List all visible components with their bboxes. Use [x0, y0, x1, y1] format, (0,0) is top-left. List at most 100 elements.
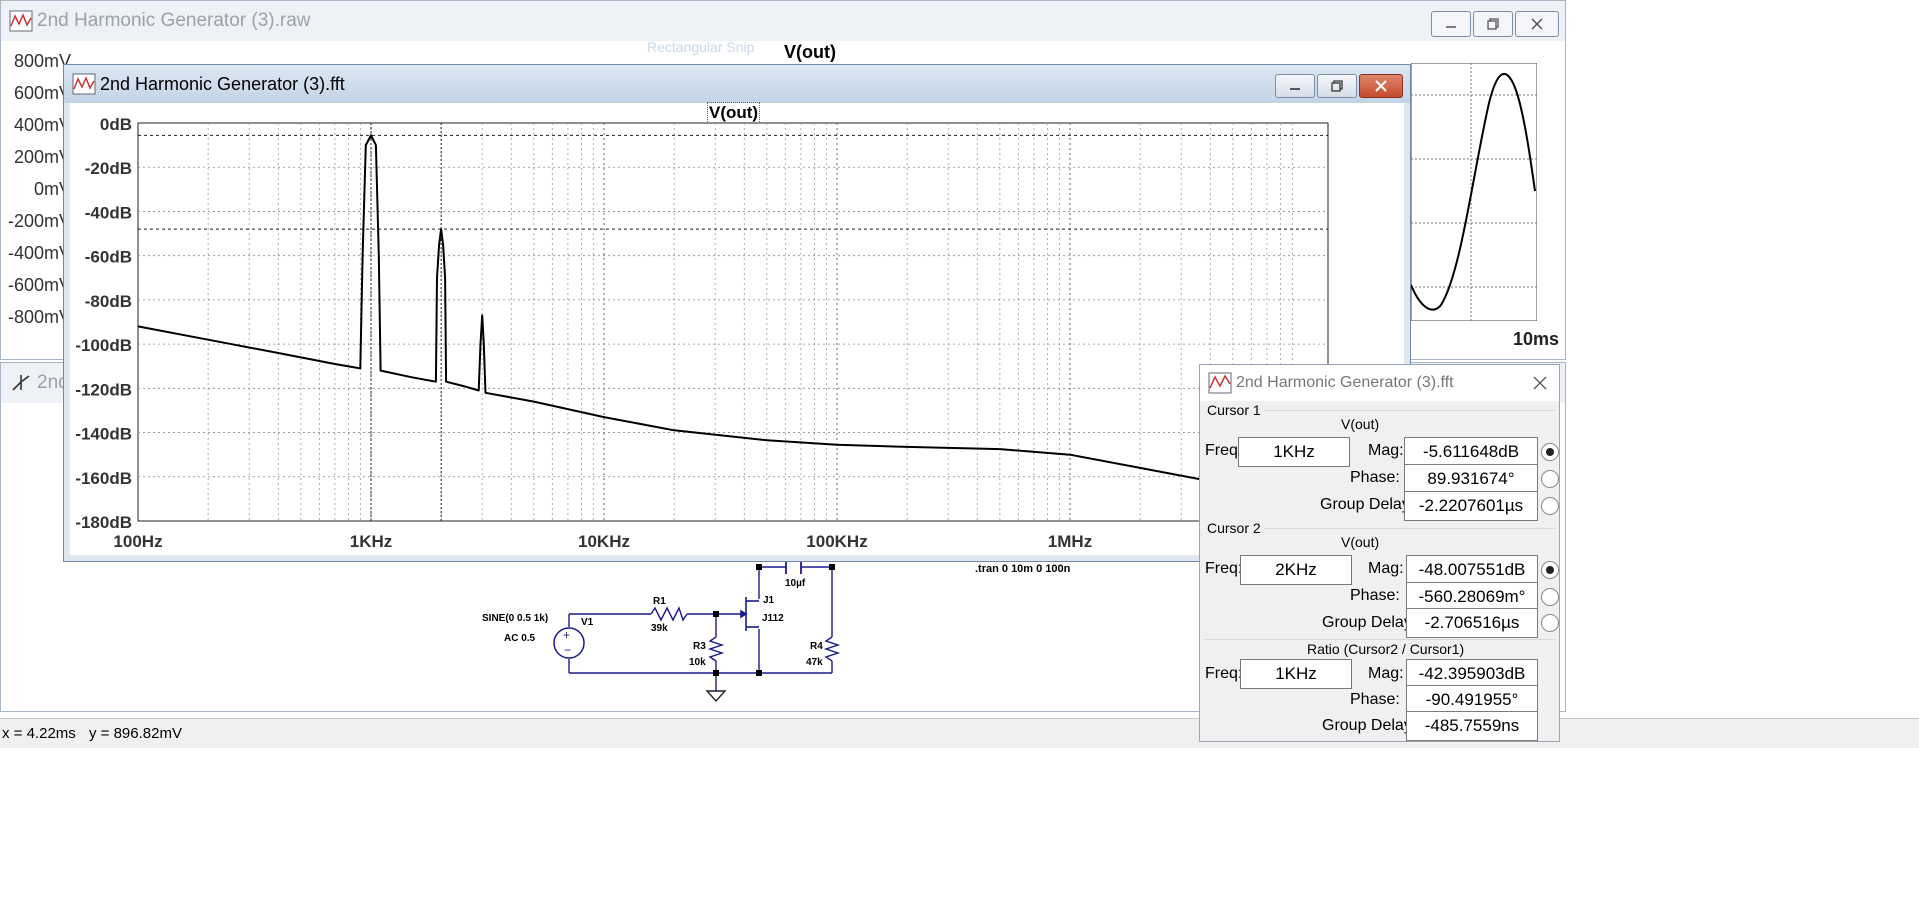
- cursor1-phase-radio[interactable]: [1541, 470, 1559, 488]
- r4-value: 47k: [806, 657, 823, 668]
- cursor2-group-label: Cursor 2: [1207, 520, 1261, 536]
- close-icon: [1531, 18, 1543, 30]
- cursor1-divider: [1264, 410, 1556, 411]
- close-icon[interactable]: [1532, 375, 1548, 391]
- cursor1-group-delay-field[interactable]: -2.2207601µs: [1404, 491, 1538, 521]
- ratio-phase-label: Phase:: [1350, 691, 1400, 708]
- restore-icon: [1487, 18, 1499, 30]
- raw-y-tick-label: 600mV: [13, 83, 71, 103]
- cursor1-mag-radio[interactable]: [1541, 443, 1559, 461]
- fft-maximize-button[interactable]: [1317, 74, 1357, 98]
- cursor1-group-label: Cursor 1: [1207, 402, 1261, 418]
- raw-minimize-button[interactable]: [1431, 11, 1471, 37]
- ratio-freq-label: Freq:: [1205, 665, 1243, 682]
- ratio-group-label: Ratio (Cursor2 / Cursor1): [1307, 641, 1465, 657]
- fft-close-button[interactable]: [1359, 74, 1403, 98]
- v1-label: V1: [581, 617, 594, 628]
- cursor1-phase-field[interactable]: 89.931674°: [1404, 464, 1538, 494]
- ratio-group-delay-field[interactable]: -485.7559ns: [1406, 711, 1538, 741]
- fft-plot-title[interactable]: V(out): [706, 102, 761, 124]
- raw-y-tick-label: 400mV: [13, 115, 71, 135]
- ratio-freq-field[interactable]: 1KHz: [1240, 659, 1352, 689]
- cursor1-signal: V(out): [1341, 416, 1380, 432]
- v1-source-symbol: [553, 627, 585, 659]
- schematic-app-icon: [12, 375, 30, 391]
- fft-minimize-button[interactable]: [1275, 74, 1315, 98]
- cursor1-phase-label: Phase:: [1350, 469, 1400, 486]
- r1-label: R1: [653, 596, 666, 607]
- ratio-phase-field[interactable]: -90.491955°: [1406, 685, 1538, 715]
- cursor2-freq-field[interactable]: 2KHz: [1240, 555, 1352, 585]
- cursor2-phase-label: Phase:: [1350, 587, 1400, 604]
- restore-icon: [1331, 80, 1343, 92]
- source-sine-label: SINE(0 0.5 1k): [482, 613, 549, 624]
- tran-directive[interactable]: .tran 0 10m 0 100n: [975, 563, 1071, 575]
- minimize-icon: [1446, 26, 1456, 28]
- raw-y-tick-label: -800mV: [7, 307, 71, 327]
- rectangular-snip-overlay: Rectangular Snip: [647, 39, 755, 55]
- cursor2-group-delay-radio[interactable]: [1541, 614, 1559, 632]
- capacitor-value: 10µf: [785, 578, 806, 589]
- cursor2-divider: [1264, 528, 1556, 529]
- ground-symbol: [705, 690, 727, 703]
- cursor2-mag-radio[interactable]: [1541, 561, 1559, 579]
- r3-label: R3: [693, 641, 706, 652]
- waveform-app-icon: [1208, 372, 1232, 394]
- ratio-mag-label: Mag:: [1368, 665, 1404, 682]
- j1-label: J1: [763, 595, 775, 606]
- cursor2-mag-label: Mag:: [1368, 560, 1404, 577]
- status-y: y = 896.82mV: [89, 725, 182, 742]
- j1-jfet-symbol: [740, 597, 759, 631]
- raw-y-tick-label: -600mV: [7, 275, 71, 295]
- cursor1-freq-label: Freq:: [1205, 442, 1243, 459]
- cursor1-group-delay-label: Group Delay:: [1320, 496, 1415, 513]
- raw-waveform-trace: [1411, 72, 1536, 311]
- raw-plot-title: V(out): [784, 42, 836, 62]
- cursor2-signal: V(out): [1341, 534, 1380, 550]
- raw-y-tick-label: 200mV: [13, 147, 71, 167]
- r1-value: 39k: [651, 623, 668, 634]
- fft-window-title: 2nd Harmonic Generator (3).fft: [100, 73, 345, 94]
- cursor-panel-title-bar[interactable]: 2nd Harmonic Generator (3).fft: [1200, 365, 1559, 401]
- capacitor-symbol: [785, 560, 802, 574]
- svg-text:−: −: [564, 643, 571, 657]
- source-ac-label: AC 0.5: [504, 633, 536, 644]
- fft-title-bar[interactable]: 2nd Harmonic Generator (3).fft: [64, 65, 1410, 103]
- raw-maximize-button[interactable]: [1473, 11, 1513, 37]
- r3-value: 10k: [689, 657, 706, 668]
- raw-close-button[interactable]: [1515, 11, 1559, 37]
- svg-text:+: +: [563, 628, 570, 642]
- cursor1-freq-field[interactable]: 1KHz: [1238, 437, 1350, 467]
- status-bar: x = 4.22ms y = 896.82mV: [0, 718, 1919, 748]
- cursor2-phase-radio[interactable]: [1541, 588, 1559, 606]
- raw-y-tick-label: 800mV: [13, 51, 71, 71]
- raw-plot-area: [1411, 63, 1537, 321]
- r3-resistor-symbol: [707, 636, 725, 662]
- r4-label: R4: [810, 641, 823, 652]
- cursor2-group-delay-label: Group Delay:: [1322, 614, 1417, 631]
- cursor2-group-delay-field[interactable]: -2.706516µs: [1406, 608, 1538, 638]
- cursor2-freq-label: Freq:: [1205, 560, 1243, 577]
- ratio-divider: [1204, 639, 1556, 640]
- cursor2-mag-field[interactable]: -48.007551dB: [1406, 555, 1538, 585]
- status-x: x = 4.22ms: [2, 725, 76, 742]
- cursor1-group-delay-radio[interactable]: [1541, 497, 1559, 515]
- cursor-panel: 2nd Harmonic Generator (3).fft Cursor 1 …: [1199, 364, 1560, 742]
- r4-resistor-symbol: [823, 636, 841, 662]
- raw-window-title: 2nd Harmonic Generator (3).raw: [37, 10, 311, 31]
- cursor-panel-title: 2nd Harmonic Generator (3).fft: [1236, 374, 1454, 391]
- waveform-app-icon: [9, 10, 33, 32]
- raw-y-tick-label: -200mV: [7, 211, 71, 231]
- r1-resistor-symbol: [650, 606, 688, 622]
- j1-model: J112: [762, 613, 784, 624]
- cursor1-mag-field[interactable]: -5.611648dB: [1404, 437, 1538, 467]
- waveform-app-icon: [72, 73, 96, 95]
- close-icon: [1375, 80, 1387, 92]
- raw-x-end-label: 10ms: [1513, 329, 1560, 349]
- raw-y-tick-label: 0mV: [33, 179, 71, 199]
- cursor1-mag-label: Mag:: [1368, 442, 1404, 459]
- raw-y-tick-label: -400mV: [7, 243, 71, 263]
- raw-title-bar[interactable]: 2nd Harmonic Generator (3).raw: [1, 1, 1565, 41]
- cursor2-phase-field[interactable]: -560.28069m°: [1406, 582, 1538, 612]
- ratio-group-delay-label: Group Delay:: [1322, 717, 1417, 734]
